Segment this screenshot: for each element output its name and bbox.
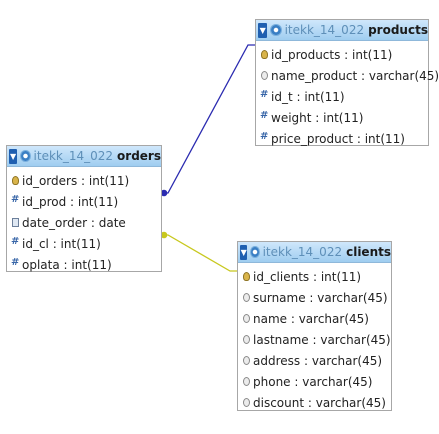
- primary-key-icon: [12, 176, 19, 185]
- column-label: price_product : int(11): [271, 131, 405, 146]
- column-row[interactable]: oplata : int(11): [7, 254, 161, 275]
- collapse-toggle-icon[interactable]: ▼: [258, 22, 268, 38]
- column-row[interactable]: id_orders : int(11): [7, 170, 161, 191]
- relation-orders-products: [161, 44, 256, 194]
- text-field-icon: [243, 356, 250, 365]
- column-label: id_cl : int(11): [22, 236, 101, 251]
- column-row[interactable]: id_prod : int(11): [7, 191, 161, 212]
- text-field-icon: [243, 377, 250, 386]
- numeric-field-icon: [11, 194, 19, 206]
- table-name: orders: [117, 149, 161, 163]
- numeric-field-icon: [260, 131, 268, 143]
- numeric-field-icon: [260, 110, 268, 122]
- table-clients-columns: id_clients : int(11) surname : varchar(4…: [238, 263, 391, 413]
- column-label: date_order : date: [22, 215, 126, 230]
- numeric-field-icon: [11, 257, 19, 269]
- table-db-name: itekk_14_022: [284, 23, 365, 37]
- column-row[interactable]: phone : varchar(45): [238, 371, 391, 392]
- gear-icon[interactable]: [251, 247, 259, 257]
- primary-key-icon: [243, 272, 250, 281]
- column-row[interactable]: id_cl : int(11): [7, 233, 161, 254]
- relation-orders-products-dot: [160, 189, 168, 197]
- column-label: id_prod : int(11): [22, 194, 119, 209]
- column-row[interactable]: id_products : int(11): [256, 44, 428, 65]
- numeric-field-icon: [11, 236, 19, 248]
- column-row[interactable]: surname : varchar(45): [238, 287, 391, 308]
- table-orders[interactable]: ▼ itekk_14_022 orders id_orders : int(11…: [6, 145, 162, 272]
- column-row[interactable]: weight : int(11): [256, 107, 428, 128]
- column-row[interactable]: date_order : date: [7, 212, 161, 233]
- column-label: id_orders : int(11): [22, 173, 130, 188]
- table-products[interactable]: ▼ itekk_14_022 products id_products : in…: [255, 19, 439, 149]
- table-orders-columns: id_orders : int(11) id_prod : int(11) da…: [7, 167, 161, 275]
- column-label: weight : int(11): [271, 110, 364, 125]
- column-label: address : varchar(45): [253, 353, 383, 368]
- column-row[interactable]: price_product : int(11): [256, 128, 428, 149]
- text-field-icon: [243, 293, 250, 302]
- column-label: oplata : int(11): [22, 257, 112, 272]
- table-db-name: itekk_14_022: [33, 149, 114, 163]
- primary-key-icon: [261, 50, 268, 59]
- table-name: clients: [346, 245, 391, 259]
- table-products-header[interactable]: ▼ itekk_14_022 products: [256, 20, 428, 41]
- table-db-name: itekk_14_022: [262, 245, 343, 259]
- column-row[interactable]: discount : varchar(45): [238, 392, 391, 413]
- column-label: name : varchar(45): [253, 311, 369, 326]
- column-row[interactable]: id_clients : int(11): [238, 266, 391, 287]
- numeric-field-icon: [260, 89, 268, 101]
- column-label: id_clients : int(11): [253, 269, 362, 284]
- column-label: id_t : int(11): [271, 89, 345, 104]
- table-orders-header[interactable]: ▼ itekk_14_022 orders: [7, 146, 161, 167]
- gear-icon[interactable]: [271, 25, 281, 35]
- column-label: surname : varchar(45): [253, 290, 388, 305]
- text-field-icon: [261, 71, 268, 80]
- gear-icon[interactable]: [21, 151, 30, 161]
- table-name: products: [368, 23, 428, 37]
- text-field-icon: [243, 335, 250, 344]
- relation-orders-clients: [161, 234, 238, 272]
- text-field-icon: [243, 314, 250, 323]
- table-clients[interactable]: ▼ itekk_14_022 clients id_clients : int(…: [237, 241, 392, 411]
- column-label: name_product : varchar(45): [271, 68, 439, 83]
- relation-lines: [160, 44, 256, 272]
- column-label: discount : varchar(45): [253, 395, 386, 410]
- table-clients-header[interactable]: ▼ itekk_14_022 clients: [238, 242, 391, 263]
- date-field-icon: [12, 218, 19, 227]
- column-row[interactable]: name_product : varchar(45): [256, 65, 439, 86]
- collapse-toggle-icon[interactable]: ▼: [240, 244, 248, 260]
- column-row[interactable]: lastname : varchar(45): [238, 329, 391, 350]
- table-products-columns: id_products : int(11) name_product : var…: [256, 41, 439, 149]
- column-label: id_products : int(11): [271, 47, 393, 62]
- column-row[interactable]: address : varchar(45): [238, 350, 391, 371]
- relation-orders-clients-dot: [160, 231, 168, 239]
- column-label: phone : varchar(45): [253, 374, 373, 389]
- column-row[interactable]: name : varchar(45): [238, 308, 391, 329]
- text-field-icon: [243, 398, 250, 407]
- column-label: lastname : varchar(45): [253, 332, 391, 347]
- column-row[interactable]: id_t : int(11): [256, 86, 428, 107]
- collapse-toggle-icon[interactable]: ▼: [9, 148, 18, 164]
